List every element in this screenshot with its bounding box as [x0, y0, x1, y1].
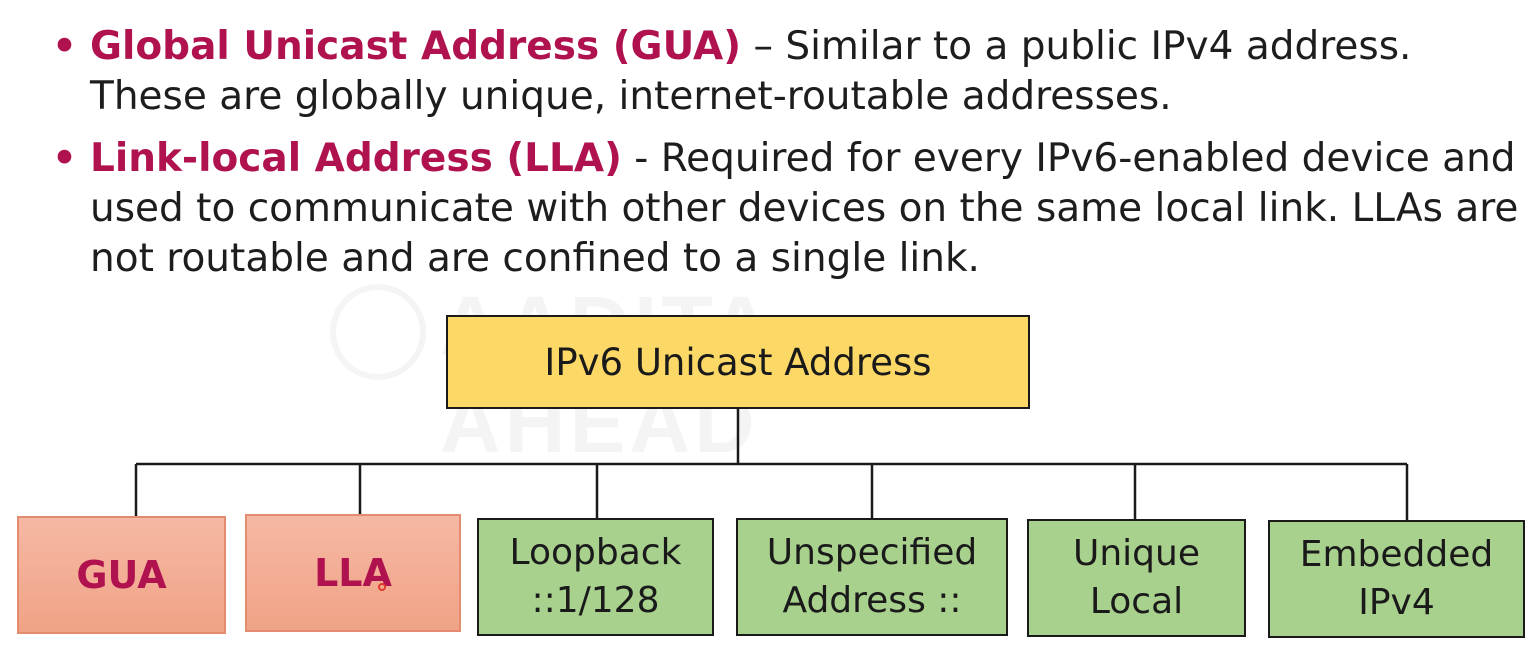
- node-lla: LLA: [245, 514, 461, 632]
- bullet-term: Global Unicast Address (GUA): [90, 24, 742, 69]
- node-label: Unspecified: [766, 532, 978, 573]
- pointer-cursor-icon: [378, 583, 386, 591]
- node-unspecified-address: Unspecified Address ::: [736, 518, 1008, 636]
- node-label: Unique: [1073, 533, 1200, 574]
- root-node: IPv6 Unicast Address: [446, 315, 1030, 409]
- bullet-gua: • Global Unicast Address (GUA) – Similar…: [50, 22, 1520, 122]
- bullet-lla: • Link-local Address (LLA) - Required fo…: [50, 134, 1520, 284]
- node-label: Embedded: [1299, 534, 1494, 575]
- node-label: IPv4: [1358, 582, 1435, 623]
- node-label: GUA: [76, 553, 167, 597]
- node-embedded-ipv4: Embedded IPv4: [1268, 520, 1525, 638]
- bullet-term: Link-local Address (LLA): [90, 136, 622, 181]
- node-label: ::1/128: [531, 580, 660, 621]
- node-loopback: Loopback ::1/128: [477, 518, 714, 636]
- node-label: Loopback: [509, 532, 682, 573]
- bullet-text: - Required for every IPv6-enabled device…: [90, 136, 1519, 281]
- node-gua: GUA: [17, 516, 226, 634]
- bullet-list: • Global Unicast Address (GUA) – Similar…: [50, 22, 1520, 296]
- node-label: Address ::: [782, 580, 962, 621]
- bullet-dot-icon: •: [52, 24, 77, 69]
- bullet-dot-icon: •: [52, 136, 77, 181]
- node-unique-local: Unique Local: [1027, 519, 1246, 637]
- node-label: Local: [1089, 581, 1184, 622]
- bullet-text: – Similar to a public IPv4 address. Thes…: [90, 24, 1412, 119]
